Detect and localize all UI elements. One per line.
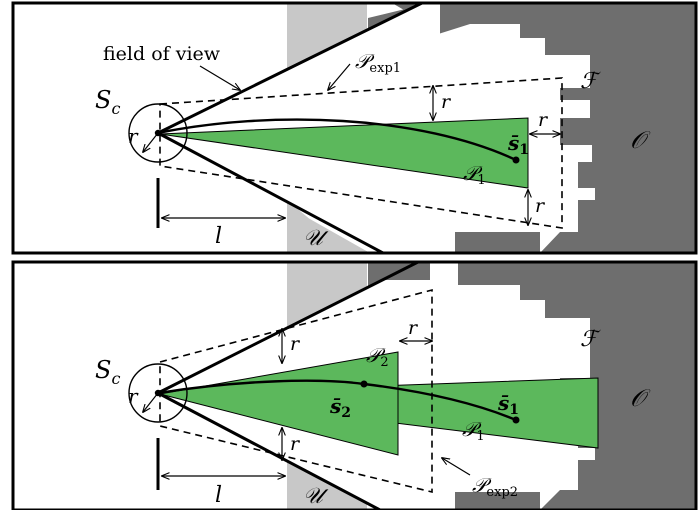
fov-upper-edge-b [157, 260, 419, 395]
sensor-label: Sc [95, 86, 120, 118]
unknown-under-fov [287, 3, 325, 24]
goal-2-dot [360, 380, 368, 388]
obstacle-region-b [368, 262, 696, 510]
goal-1-dot [512, 156, 520, 164]
expanded-polytope-exp1 [159, 77, 563, 229]
r-label-top-b: r [290, 333, 301, 355]
fov-upper-edge [157, 1, 423, 135]
unknown-under-fov-low [287, 200, 350, 253]
obstacle-right [470, 3, 696, 253]
unknown-under-fov-b [287, 262, 328, 282]
goal-2-label: s̄2 [329, 394, 351, 421]
bottom-panel: Sc r l 𝒰 ℱ 𝒪 𝒫exp2 𝒫2 𝒫1 s̄2 s̄1 r r r [11, 260, 698, 510]
expanded-polytope-label-b: 𝒫exp2 [472, 473, 518, 500]
r-label-right: r [538, 109, 549, 131]
length-label: l [215, 224, 222, 249]
fov-lower-edge [157, 131, 384, 255]
bottom-panel-border [11, 260, 698, 510]
radius-arrow-b [143, 392, 159, 412]
top-panel: field of view Sc r l 𝒰 ℱ 𝒪 𝒫exp1 𝒫1 s̄1 … [11, 1, 698, 255]
free-label: ℱ [580, 69, 601, 94]
expanded-polytope-exp2 [159, 288, 433, 494]
polytope-p1 [159, 117, 529, 189]
path-to-goal-2 [157, 379, 365, 395]
r-label-bottom: r [535, 195, 546, 217]
path-goal2-to-goal1 [363, 382, 517, 422]
goal-1-label-b: s̄1 [497, 391, 519, 418]
field-of-view-label: field of view [103, 43, 221, 65]
exp2-pointer-arrow [442, 458, 471, 476]
free-label-b: ℱ [580, 327, 601, 352]
goal-1-label: s̄1 [507, 131, 529, 158]
length-label-b: l [215, 483, 222, 508]
sensor-circle [128, 103, 188, 163]
obstacle-wedge-b2 [368, 262, 430, 287]
radius-label: r [128, 124, 139, 148]
obstacle-lower-b [455, 492, 540, 510]
goal-1-dot-b [512, 416, 520, 424]
unknown-under-fov-low-b [287, 460, 350, 510]
radius-arrow [143, 132, 159, 152]
polytope-p2-b [159, 351, 399, 456]
sensor-circle-b [128, 363, 188, 423]
fov-lower-edge-b [157, 391, 381, 510]
path-to-goal-1 [157, 118, 517, 162]
r-label-bottom-b: r [290, 433, 301, 455]
top-panel-border [11, 1, 698, 255]
r-label-top: r [441, 91, 452, 113]
sensor-label-b: Sc [95, 356, 120, 388]
radius-label-b: r [128, 384, 139, 408]
obstacle-wedge-b [455, 232, 540, 253]
exp1-pointer-arrow [328, 63, 351, 90]
r-label-right-b: r [408, 317, 419, 339]
fov-pointer-arrow [199, 65, 240, 90]
